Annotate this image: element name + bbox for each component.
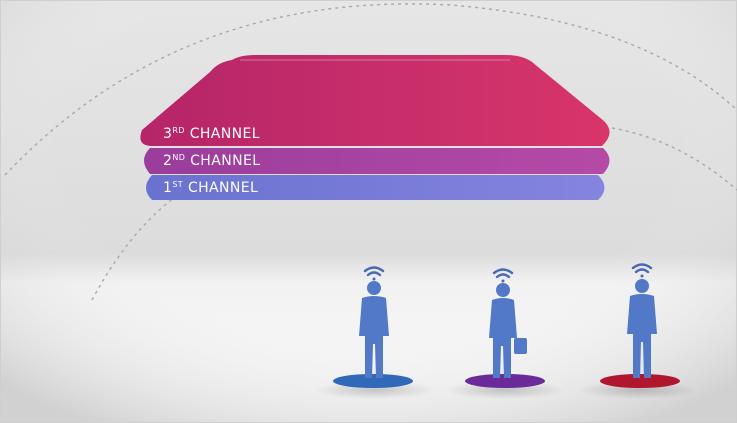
person-1-base xyxy=(333,374,413,388)
channel-layer-stack: 3RD CHANNEL 2ND CHANNEL 1ST CHANNEL xyxy=(140,55,609,200)
briefcase-icon xyxy=(514,338,527,354)
